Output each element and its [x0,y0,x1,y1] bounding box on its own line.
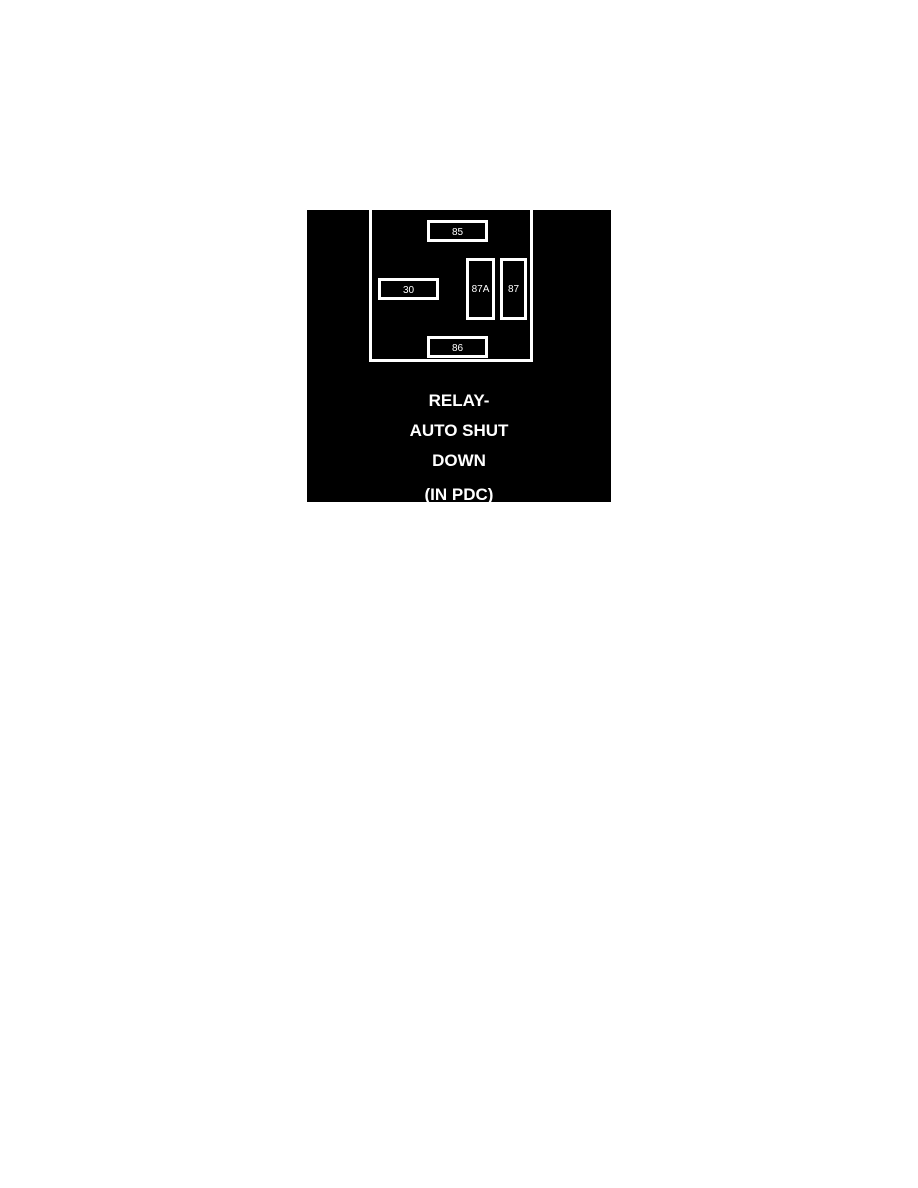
pin-85-label: 85 [451,227,464,238]
pin-86: 86 [427,336,488,358]
pin-30: 30 [378,278,439,300]
caption-line-4: (IN PDC) [424,485,494,502]
pin-30-label: 30 [402,285,415,296]
pin-87-label: 87 [507,283,520,295]
pin-87a: 87A [466,258,495,320]
relay-outline [369,210,533,362]
relay-diagram-panel: 85 30 87A 87 86 RELAY- AUTO SHUT DOWN (I… [307,210,611,502]
caption-line-2: AUTO SHUT [409,421,509,440]
pin-86-label: 86 [451,343,464,354]
pin-87a-label: 87A [471,283,490,295]
caption-line-1: RELAY- [428,391,490,410]
caption-line-3: DOWN [432,451,486,470]
pin-85: 85 [427,220,488,242]
pin-87: 87 [500,258,527,320]
